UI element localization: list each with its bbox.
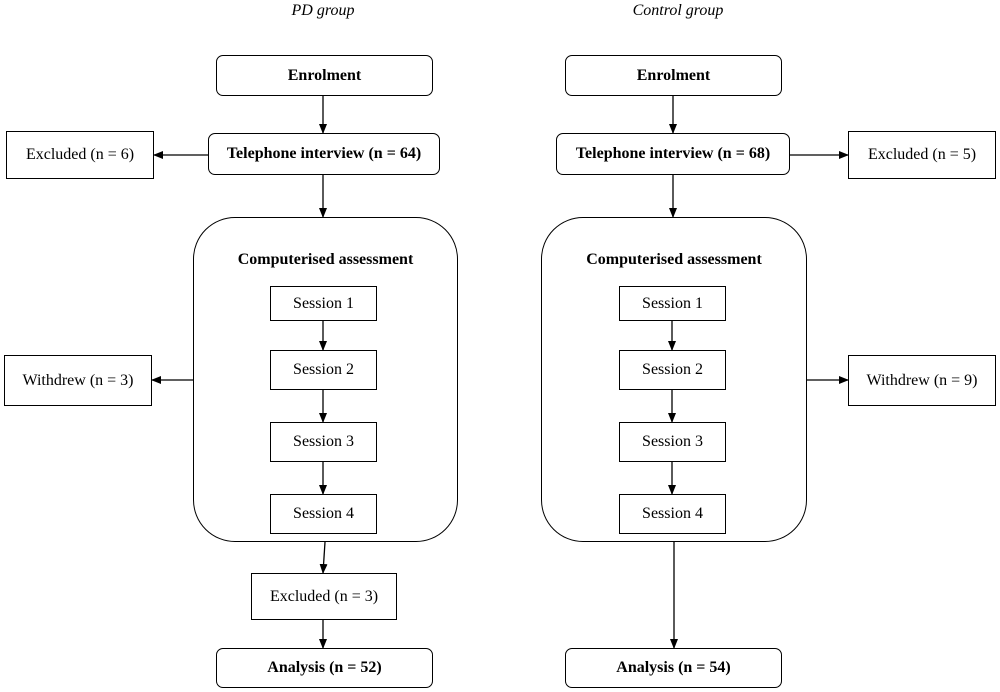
control-session-1-box: Session 1 xyxy=(619,286,726,321)
pd-group-title: PD group xyxy=(291,2,355,19)
pd-computerised-assessment-container xyxy=(193,217,458,542)
arrow-pd-assessment-excluded xyxy=(319,541,328,574)
pd-interview-excluded-box: Excluded (n = 6) xyxy=(6,131,154,179)
control-interview-excluded-box: Excluded (n = 5) xyxy=(848,131,996,179)
pd-session-2-box: Session 2 xyxy=(270,350,377,390)
pd-analysis-box: Analysis (n = 52) xyxy=(216,648,433,688)
control-session-3-box: Session 3 xyxy=(619,422,726,462)
control-withdrew-box: Withdrew (n = 9) xyxy=(848,355,996,406)
pd-enrolment-box: Enrolment xyxy=(216,55,433,96)
control-session-4-box: Session 4 xyxy=(619,494,726,534)
control-telephone-interview-box: Telephone interview (n = 68) xyxy=(556,133,790,175)
control-analysis-box: Analysis (n = 54) xyxy=(565,648,782,688)
control-session-2-box: Session 2 xyxy=(619,350,726,390)
pd-post-assessment-excluded-box: Excluded (n = 3) xyxy=(251,573,397,620)
pd-session-4-box: Session 4 xyxy=(270,494,377,534)
pd-withdrew-box: Withdrew (n = 3) xyxy=(4,355,152,406)
control-group-title: Control group xyxy=(632,2,724,19)
pd-session-1-box: Session 1 xyxy=(270,286,377,321)
pd-session-3-box: Session 3 xyxy=(270,422,377,462)
control-computerised-assessment-container xyxy=(541,217,807,542)
control-assessment-title: Computerised assessment xyxy=(586,251,762,268)
pd-telephone-interview-box: Telephone interview (n = 64) xyxy=(208,133,440,175)
pd-assessment-title: Computerised assessment xyxy=(237,251,414,268)
control-enrolment-box: Enrolment xyxy=(565,55,782,96)
